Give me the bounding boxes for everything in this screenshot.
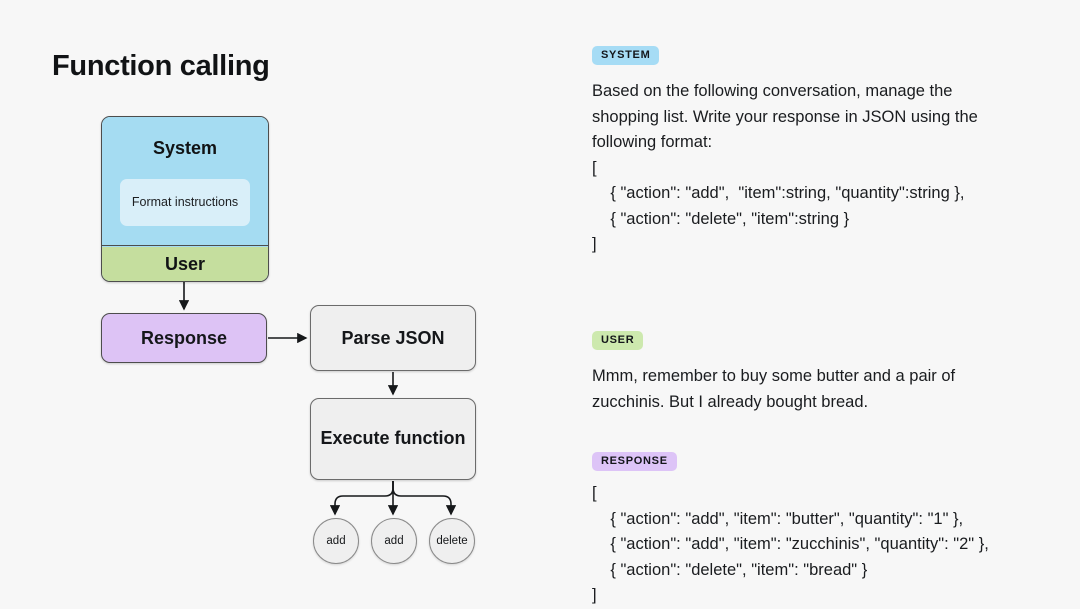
user-section-label: User (164, 253, 206, 274)
system-message-text: Based on the following conversation, man… (592, 82, 978, 152)
transcript-user-message: USER Mmm, remember to buy some butter an… (592, 330, 1052, 415)
flow-diagram: System Format instructions User Response… (101, 116, 476, 564)
response-message-json: [ { "action": "add", "item": "butter", "… (592, 484, 989, 605)
badge-response: RESPONSE (592, 452, 677, 472)
transcript-system-message: SYSTEM Based on the following conversati… (592, 45, 1052, 258)
user-message-text: Mmm, remember to buy some butter and a p… (592, 366, 956, 411)
leaf-node-add-2[interactable]: add (371, 518, 417, 564)
badge-system: SYSTEM (592, 46, 660, 65)
system-section[interactable]: System Format instructions (102, 117, 268, 246)
system-section-label: System (152, 138, 218, 158)
node-execute-function[interactable]: Execute function (310, 398, 476, 480)
diagram-connectors (178, 281, 457, 516)
badge-user: USER (592, 330, 644, 350)
format-instructions-box[interactable]: Format instructions (120, 179, 250, 226)
leaf-node-delete[interactable]: delete (429, 518, 475, 564)
page-title: Function calling (52, 50, 270, 82)
left-panel: Function calling System Format instruc (52, 50, 476, 564)
transcript-response-message: RESPONSE [ { "action": "add", "item": "b… (592, 451, 1052, 609)
user-section[interactable]: User (102, 247, 268, 281)
system-user-card[interactable]: System Format instructions User (101, 116, 269, 282)
transcript-panel: SYSTEM Based on the following conversati… (592, 0, 1052, 609)
node-response[interactable]: Response (101, 313, 267, 363)
node-parse-json[interactable]: Parse JSON (310, 305, 476, 371)
system-message-json: [ { "action": "add", "item":string, "qua… (592, 158, 965, 254)
leaf-node-add-1[interactable]: add (313, 518, 359, 564)
